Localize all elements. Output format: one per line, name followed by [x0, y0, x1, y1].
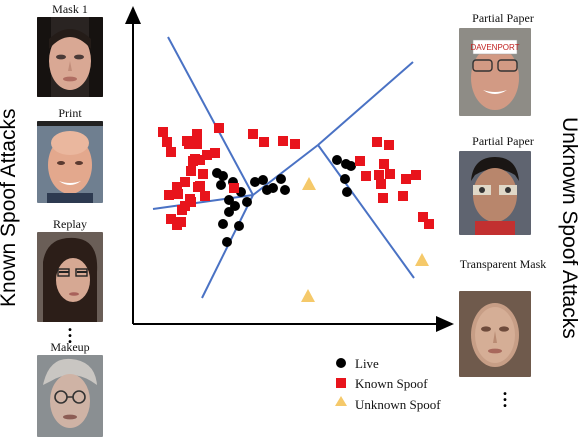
known-spoof-point — [372, 137, 382, 147]
boundary-line-upper-left — [167, 36, 254, 196]
caption-partial-paper-2: Partial Paper — [472, 134, 534, 148]
known-spoof-point — [176, 217, 186, 227]
unknown-spoof-point — [302, 177, 316, 190]
caption-print: Print — [58, 106, 82, 120]
known-spoof-point — [401, 174, 411, 184]
known-spoof-point — [210, 148, 220, 158]
known-spoof-point — [374, 170, 384, 180]
woman-glasses-face-image — [37, 232, 103, 322]
live-point — [234, 221, 244, 231]
caption-partial-paper-1: Partial Paper — [472, 11, 534, 25]
known-spoof-point — [418, 212, 428, 222]
left-ellipsis: ... — [67, 315, 73, 347]
known-spoof-point — [384, 140, 394, 150]
known-spoof-point — [180, 201, 190, 211]
transparent-mask-face-image — [459, 291, 531, 377]
known-spoof-point — [378, 193, 388, 203]
paper-glasses-face-image: DAVENPORT — [459, 28, 531, 116]
live-point — [224, 207, 234, 217]
known-spoof-point — [166, 214, 176, 224]
known-spoof-point — [192, 139, 202, 149]
known-spoof-point — [162, 137, 172, 147]
legend-live-marker — [336, 358, 346, 368]
live-point — [218, 219, 228, 229]
live-point — [250, 177, 260, 187]
live-point — [218, 171, 228, 181]
known-spoof-point — [411, 170, 421, 180]
boundary-line-lower-right — [317, 144, 415, 279]
known-spoof-point — [200, 191, 210, 201]
legend-known-marker — [336, 378, 346, 388]
live-point — [258, 175, 268, 185]
known-spoof-point — [198, 169, 208, 179]
known-spoof-point — [379, 159, 389, 169]
known-spoof-point — [278, 136, 288, 146]
known-spoof-point — [186, 166, 196, 176]
known-spoof-point — [376, 179, 386, 189]
known-spoof-point — [424, 219, 434, 229]
known-spoof-point — [193, 182, 203, 192]
live-point — [222, 237, 232, 247]
known-spoof-point — [185, 194, 195, 204]
known-spoof-point — [192, 129, 202, 139]
known-spoof-point — [173, 189, 183, 199]
unknown-spoof-point — [301, 289, 315, 302]
caption-transparent-mask: Transparent Mask — [459, 257, 547, 271]
legend-unknown-marker — [335, 396, 347, 406]
live-point — [280, 185, 290, 195]
known-spoof-point — [361, 171, 371, 181]
boundary-line-left — [152, 194, 254, 210]
boundary-line-upper-right — [317, 61, 414, 146]
known-spoof-point — [355, 156, 365, 166]
svg-text:DAVENPORT: DAVENPORT — [470, 43, 519, 52]
legend-unknown-label: Unknown Spoof — [355, 397, 441, 412]
known-spoof-point — [172, 182, 182, 192]
unknown-spoof-point — [415, 253, 429, 266]
live-point — [340, 174, 350, 184]
live-point — [242, 197, 252, 207]
bald-man-face-image — [37, 121, 103, 203]
known-spoof-point — [164, 190, 174, 200]
makeup-face-image — [37, 355, 103, 437]
known-spoof-point — [166, 147, 176, 157]
live-point — [332, 155, 342, 165]
live-point — [276, 174, 286, 184]
known-spoof-point — [290, 139, 300, 149]
known-spoof-point — [180, 177, 190, 187]
known-spoof-point — [259, 137, 269, 147]
caption-mask-1: Mask 1 — [52, 2, 88, 16]
known-spoof-point — [398, 191, 408, 201]
caption-replay: Replay — [53, 217, 87, 231]
known-spoof-point — [248, 129, 258, 139]
legend-known-label: Known Spoof — [355, 376, 428, 391]
live-point — [342, 187, 352, 197]
paper-eyes-face-image — [459, 151, 531, 235]
live-point — [268, 183, 278, 193]
known-spoof-point — [202, 150, 212, 160]
known-spoof-point — [214, 123, 224, 133]
mask-face-image — [37, 17, 103, 97]
known-spoof-point — [182, 136, 192, 146]
known-spoof-point — [385, 169, 395, 179]
caption-makeup: Makeup — [50, 340, 90, 354]
known-spoof-point — [229, 183, 239, 193]
legend-live-label: Live — [355, 356, 379, 371]
live-point — [346, 161, 356, 171]
known-spoof-point — [190, 154, 200, 164]
live-point — [216, 180, 226, 190]
known-spoof-point — [158, 127, 168, 137]
right-ellipsis: ... — [502, 379, 508, 411]
